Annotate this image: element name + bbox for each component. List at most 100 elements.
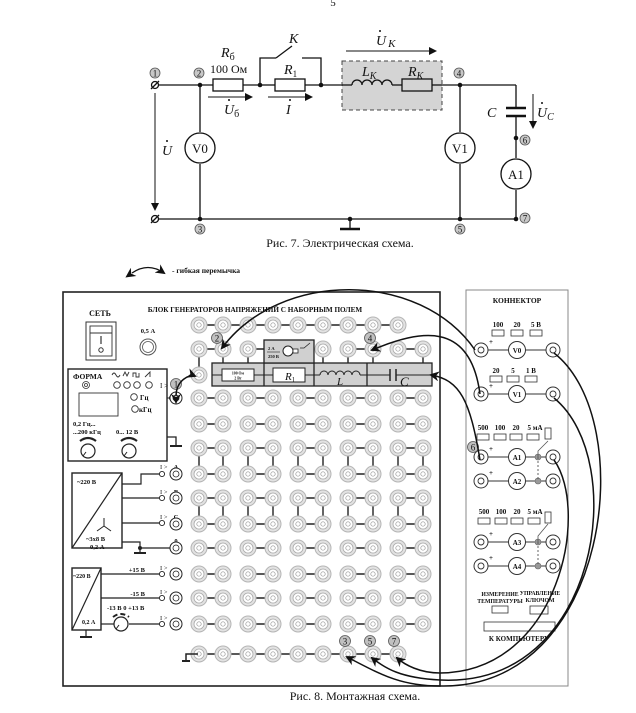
field-socket[interactable]: [364, 539, 382, 557]
field-socket[interactable]: [289, 439, 307, 457]
field-socket[interactable]: [239, 645, 257, 663]
output-socket[interactable]: [169, 541, 183, 555]
field-socket[interactable]: [190, 539, 208, 557]
field-socket[interactable]: [239, 489, 257, 507]
field-socket[interactable]: [364, 389, 382, 407]
field-socket[interactable]: [364, 515, 382, 533]
meter-plus-jack[interactable]: [473, 342, 489, 358]
field-socket[interactable]: [289, 565, 307, 583]
meter-plus-jack[interactable]: [473, 473, 489, 489]
field-socket[interactable]: [289, 415, 307, 433]
field-socket[interactable]: [264, 489, 282, 507]
temp-port[interactable]: [491, 605, 509, 614]
field-socket[interactable]: [314, 439, 332, 457]
meter-plus-jack[interactable]: [473, 534, 489, 550]
field-socket[interactable]: [190, 415, 208, 433]
v1-range-switches[interactable]: [489, 375, 538, 383]
field-socket[interactable]: [339, 389, 357, 407]
field-socket[interactable]: [190, 489, 208, 507]
field-socket[interactable]: [364, 465, 382, 483]
field-socket[interactable]: [239, 340, 257, 358]
field-socket[interactable]: [314, 539, 332, 557]
pc-port[interactable]: [483, 621, 556, 632]
field-socket[interactable]: [414, 415, 432, 433]
field-socket[interactable]: [289, 539, 307, 557]
field-socket[interactable]: [314, 415, 332, 433]
field-socket[interactable]: [264, 539, 282, 557]
field-socket[interactable]: [389, 515, 407, 533]
field-socket[interactable]: [190, 515, 208, 533]
field-socket[interactable]: [214, 565, 232, 583]
meter-plus-jack[interactable]: [473, 386, 489, 402]
field-socket[interactable]: [389, 489, 407, 507]
frequency-knob[interactable]: [79, 436, 97, 459]
field-socket[interactable]: [389, 539, 407, 557]
output-socket[interactable]: [169, 517, 183, 531]
field-socket[interactable]: [364, 589, 382, 607]
field-socket[interactable]: [314, 316, 332, 334]
field-socket[interactable]: [289, 389, 307, 407]
field-socket[interactable]: [364, 615, 382, 633]
field-socket[interactable]: [264, 389, 282, 407]
field-socket[interactable]: [414, 515, 432, 533]
a12-range-switches[interactable]: [476, 427, 552, 441]
field-socket[interactable]: [214, 615, 232, 633]
field-socket[interactable]: [339, 565, 357, 583]
field-socket[interactable]: [414, 539, 432, 557]
field-socket[interactable]: [389, 340, 407, 358]
field-socket[interactable]: [339, 615, 357, 633]
field-socket[interactable]: [289, 515, 307, 533]
field-socket[interactable]: [289, 645, 307, 663]
field-socket[interactable]: [264, 615, 282, 633]
meter-plus-jack[interactable]: [473, 449, 489, 465]
field-socket[interactable]: [289, 489, 307, 507]
meter-minus-jack[interactable]: [545, 449, 561, 465]
field-socket[interactable]: [264, 589, 282, 607]
meter-minus-jack[interactable]: [545, 558, 561, 574]
field-socket[interactable]: [289, 465, 307, 483]
output-socket[interactable]: [169, 567, 183, 581]
field-socket[interactable]: [339, 415, 357, 433]
field-socket[interactable]: [314, 489, 332, 507]
field-socket[interactable]: [414, 389, 432, 407]
field-socket[interactable]: [190, 316, 208, 334]
field-socket[interactable]: [239, 465, 257, 483]
power-switch[interactable]: [85, 321, 117, 361]
field-socket[interactable]: [239, 539, 257, 557]
field-socket[interactable]: [289, 589, 307, 607]
field-socket[interactable]: [239, 515, 257, 533]
unit-hz-button[interactable]: Гц: [130, 393, 149, 402]
field-socket[interactable]: [264, 645, 282, 663]
field-socket[interactable]: [264, 415, 282, 433]
field-socket[interactable]: [364, 316, 382, 334]
field-socket[interactable]: [264, 439, 282, 457]
field-socket[interactable]: [214, 589, 232, 607]
field-socket[interactable]: [314, 515, 332, 533]
field-socket[interactable]: [414, 340, 432, 358]
field-socket[interactable]: [264, 316, 282, 334]
field-socket[interactable]: [239, 316, 257, 334]
field-socket[interactable]: [214, 316, 232, 334]
field-socket[interactable]: [239, 565, 257, 583]
field-socket[interactable]: [214, 389, 232, 407]
field-socket[interactable]: [214, 645, 232, 663]
field-socket[interactable]: [339, 439, 357, 457]
field-socket[interactable]: [214, 489, 232, 507]
field-socket[interactable]: [389, 439, 407, 457]
field-socket[interactable]: [314, 615, 332, 633]
field-socket[interactable]: [314, 389, 332, 407]
meter-minus-jack[interactable]: [545, 342, 561, 358]
field-socket[interactable]: [314, 465, 332, 483]
field-socket[interactable]: [389, 565, 407, 583]
field-socket[interactable]: [339, 539, 357, 557]
field-socket[interactable]: [214, 515, 232, 533]
unit-khz-button[interactable]: кГц: [131, 405, 152, 414]
field-socket[interactable]: [239, 589, 257, 607]
field-socket[interactable]: [190, 340, 208, 358]
field-socket[interactable]: [314, 340, 332, 358]
field-socket[interactable]: [364, 489, 382, 507]
field-socket[interactable]: [214, 415, 232, 433]
meter-minus-jack[interactable]: [545, 386, 561, 402]
field-socket[interactable]: [190, 615, 208, 633]
field-socket[interactable]: [214, 439, 232, 457]
